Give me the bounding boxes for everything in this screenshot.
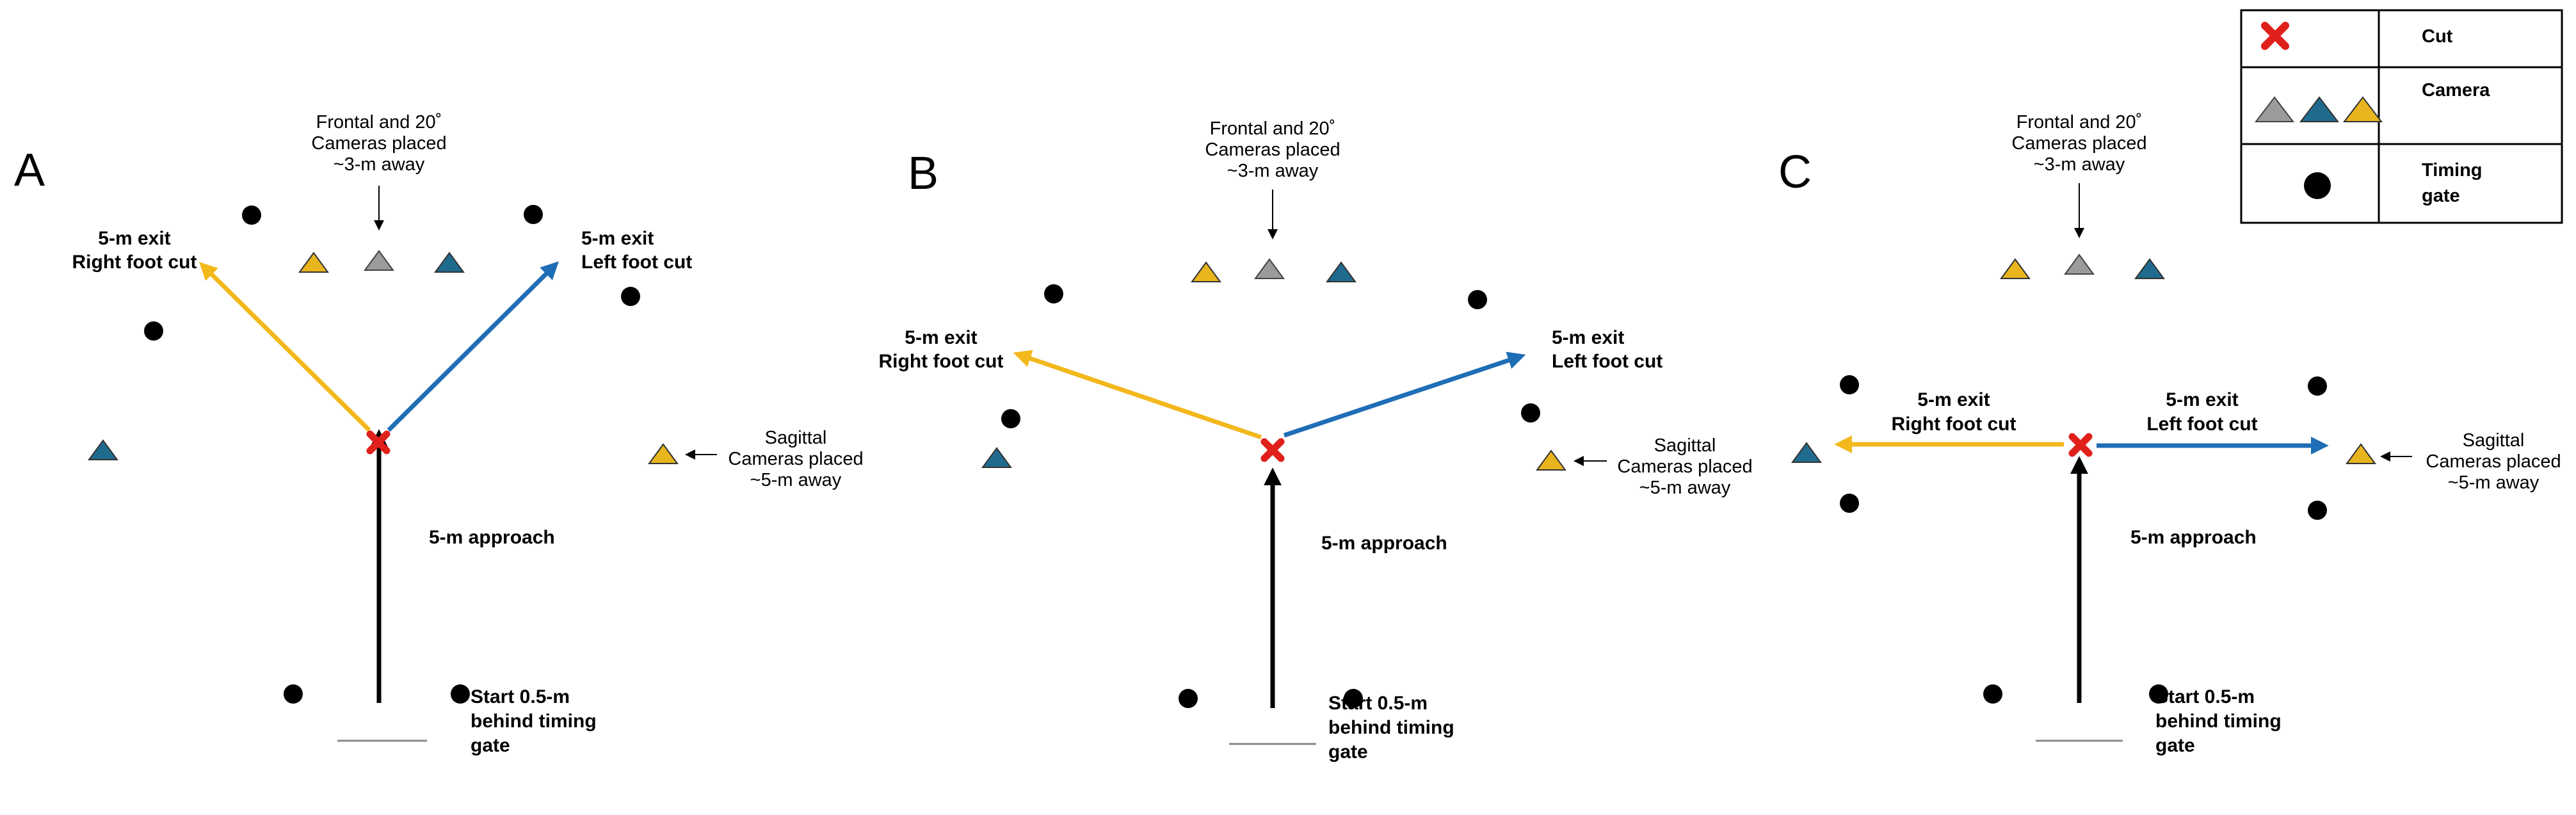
timing-gate-dot [451,684,470,704]
legend-cut-icon [2261,22,2289,50]
left-exit-label-line2: Left foot cut [581,252,692,273]
right-exit-label-line2: Right foot cut [879,351,1004,372]
camera-blue-icon [1791,442,1822,463]
timing-gate-dot [621,287,640,306]
start-label-line3: gate [2155,735,2195,756]
frontal-note-line2: Cameras placed [2011,133,2146,154]
legend-cut-label: Cut [2422,26,2453,47]
frontal-note-line2: Cameras placed [1205,140,1340,160]
sagittal-note-line1: Sagittal [1654,435,1716,456]
timing-gate-dot [2149,684,2168,704]
camera-gray-icon [2064,254,2095,275]
left-exit-label-line2: Left foot cut [2146,414,2257,435]
legend-camera-icon [2254,96,2383,122]
camera-gray-icon [1254,258,1285,279]
legend-camera-label: Camera [2422,80,2490,101]
right-foot-cut-arrow [1013,350,1262,440]
camera-gray-icon [364,250,394,271]
camera-blue-icon [434,252,465,273]
timing-gate-dot [1344,689,1363,708]
sagittal-note-line2: Cameras placed [728,449,863,469]
sagittal-note-line1: Sagittal [765,428,827,448]
approach-label: 5-m approach [1321,533,1447,554]
right-exit-label-line1: 5-m exit [1917,389,1990,410]
left-exit-label-line1: 5-m exit [2166,389,2238,410]
timing-gate-dot [2308,501,2327,520]
panel-letter-b: B [908,148,938,199]
approach-label: 5-m approach [429,527,555,548]
panel-b: B Frontal and 20˚ Cameras placed ~3-m aw… [879,118,1753,763]
camera-yellow-icon [1191,261,1221,282]
panel-a: A Frontal and 20˚ Cameras placed ~3-m aw… [14,112,864,756]
left-exit-label-line2: Left foot cut [1552,351,1662,372]
legend-timing-gate-icon [2304,172,2331,199]
timing-gate-dot [1001,409,1020,428]
right-exit-label-line2: Right foot cut [72,252,197,273]
frontal-note-line1: Frontal and 20˚ [2017,112,2143,133]
timing-gate-dot [1840,375,1859,394]
legend-timing-gate-label-line2: gate [2422,186,2460,206]
timing-gate-dot [1044,284,1063,303]
frontal-note-line1: Frontal and 20˚ [316,112,442,133]
right-foot-cut-arrow [199,262,371,432]
start-label-line1: Start 0.5-m [471,686,570,707]
start-label-line3: gate [1328,741,1368,763]
start-label-line1: Start 0.5-m [2155,686,2255,707]
panel-c: C Frontal and 20˚ Cameras placed ~3-m aw… [1778,112,2561,756]
left-exit-label-line1: 5-m exit [1552,327,1624,348]
start-label-line2: behind timing [471,711,597,732]
panel-letter-c: C [1778,147,1812,198]
timing-gate-dot [284,684,303,704]
timing-gate-dot [1179,689,1198,708]
start-label-line1: Start 0.5-m [1328,693,1428,714]
camera-blue-icon [88,439,118,460]
timing-gate-dot [1521,403,1540,423]
start-label-line2: behind timing [2155,711,2282,732]
sagittal-note-line3: ~5-m away [2448,472,2540,493]
left-foot-cut-arrow [387,261,559,432]
legend-box: Cut Camera Timing gate [2240,9,2563,224]
right-exit-label-line2: Right foot cut [1892,414,2017,435]
camera-yellow-icon [2000,258,2031,279]
cut-marker-icon [366,430,390,455]
frontal-note-line2: Cameras placed [311,133,446,154]
sagittal-note-line3: ~5-m away [1639,478,1731,498]
timing-gate-dot [2308,376,2327,396]
timing-gate-dot [1983,684,2002,704]
timing-gate-dot [242,206,261,225]
timing-gate-dot [1840,494,1859,513]
left-foot-cut-arrow [1283,351,1526,438]
cut-marker-icon [2068,433,2093,457]
camera-yellow-icon [648,443,679,464]
camera-blue-icon [2134,258,2165,279]
legend-timing-gate-label: Timing [2422,160,2483,181]
sagittal-note-line3: ~5-m away [750,470,842,490]
frontal-note-line3: ~3-m away [2034,154,2125,175]
camera-yellow-icon [2346,443,2376,464]
frontal-note-line3: ~3-m away [1227,161,1319,181]
start-label-line2: behind timing [1328,717,1454,738]
panel-letter-a: A [14,145,45,196]
start-label-line3: gate [471,735,510,756]
right-exit-label-line1: 5-m exit [905,327,977,348]
camera-yellow-icon [1536,449,1566,471]
camera-blue-icon [981,447,1012,468]
camera-yellow-icon [298,252,329,273]
sagittal-note-line2: Cameras placed [1617,456,1752,477]
sagittal-note-line2: Cameras placed [2426,451,2561,472]
left-exit-label-line1: 5-m exit [581,228,654,249]
sagittal-note-line1: Sagittal [2463,430,2525,451]
cut-marker-icon [1260,438,1285,462]
timing-gate-dot [524,205,543,224]
approach-label: 5-m approach [2130,527,2257,548]
timing-gate-dot [144,321,163,341]
right-exit-label-line1: 5-m exit [98,228,170,249]
timing-gate-dot [1468,290,1487,309]
frontal-note-line3: ~3-m away [334,154,425,175]
frontal-note-line1: Frontal and 20˚ [1210,118,1336,139]
camera-blue-icon [1326,261,1356,282]
